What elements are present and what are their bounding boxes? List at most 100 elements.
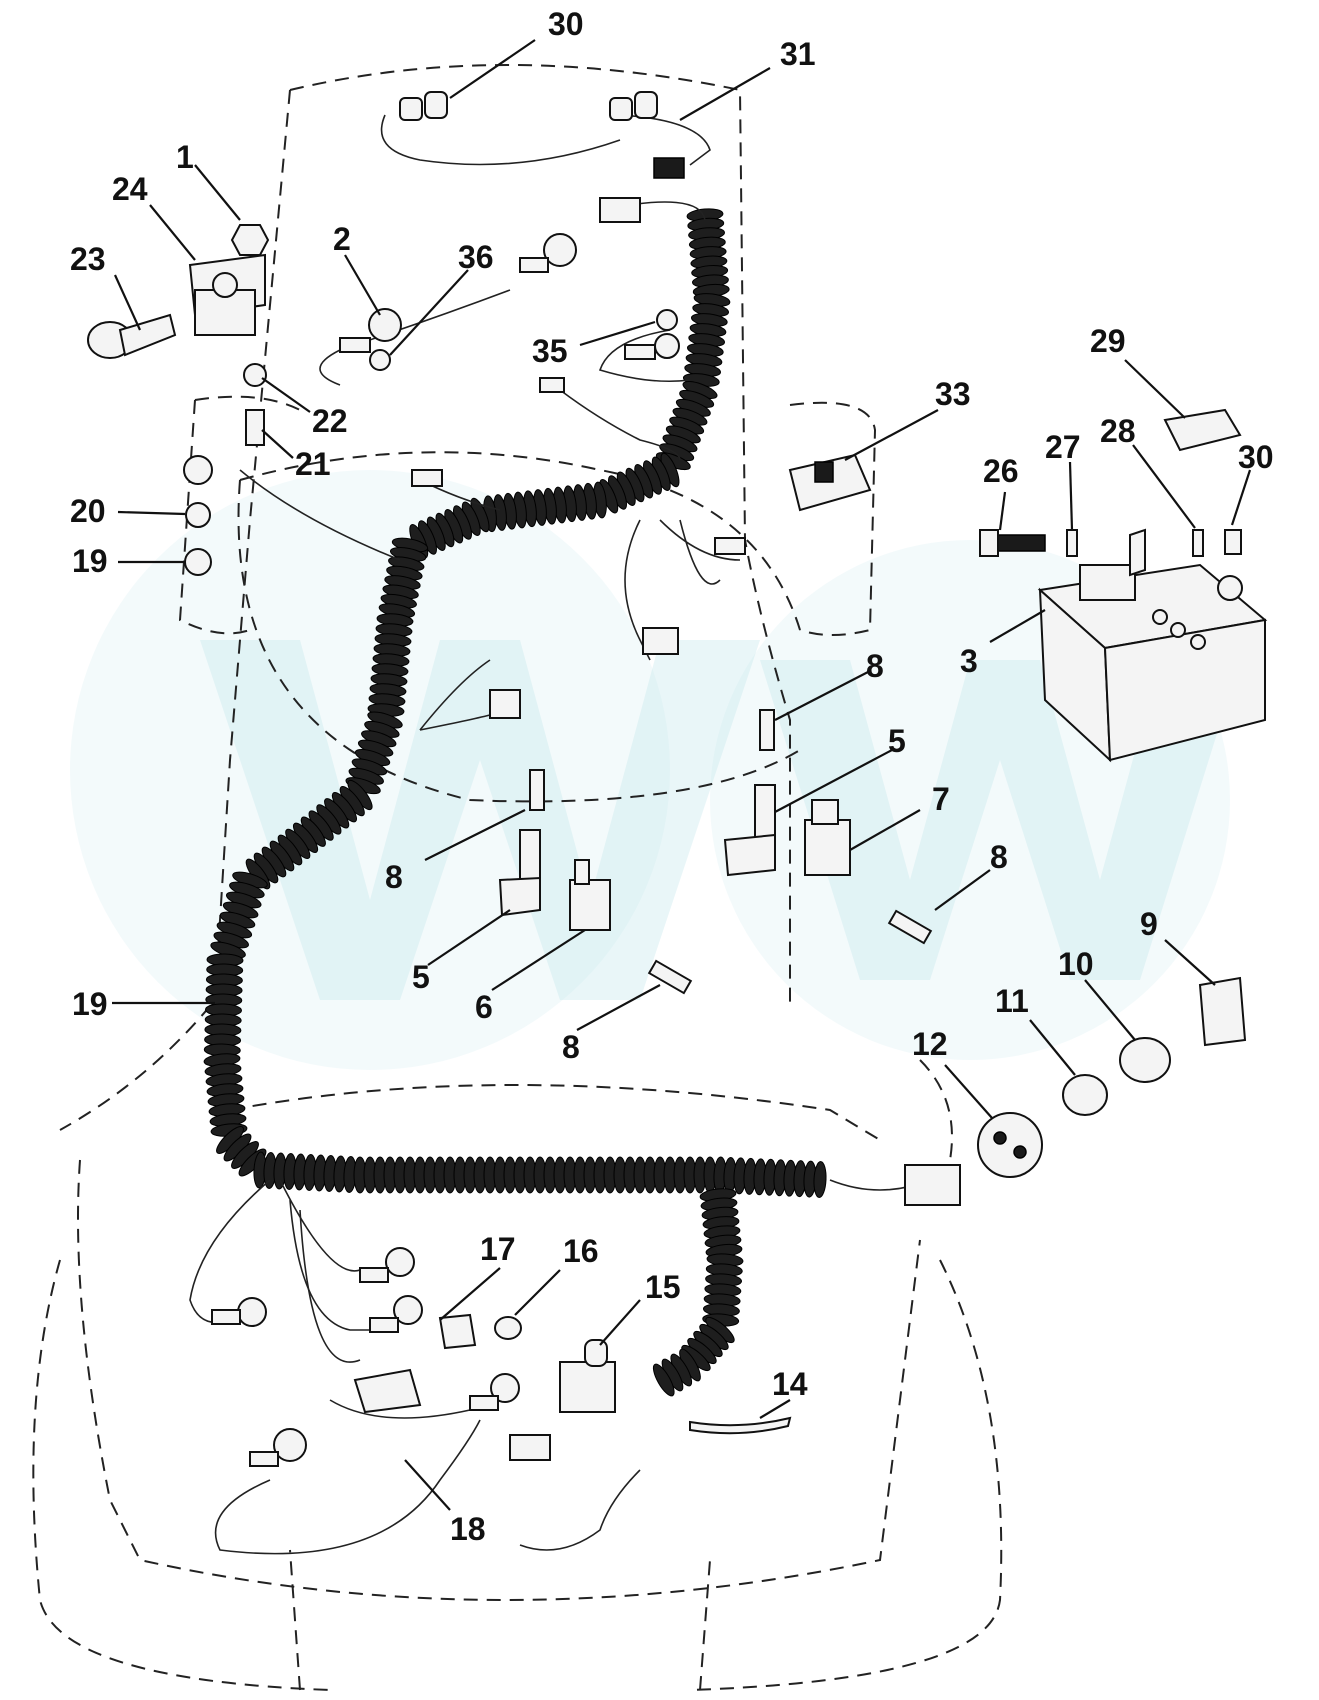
harness-coil-loop <box>652 1363 675 1397</box>
interlock-switch-7 <box>804 799 851 876</box>
parts <box>87 91 1268 1467</box>
washer-27 <box>1066 529 1078 557</box>
bolt-8-a <box>529 769 545 811</box>
terminal-bottom-5 <box>249 1451 279 1467</box>
callout-8-bottom: 8 <box>562 1029 580 1065</box>
callout-9: 9 <box>1140 906 1158 942</box>
fuse-holder <box>353 1313 477 1414</box>
washer-28 <box>1192 529 1204 557</box>
ring-terminal-bottom-5 <box>273 1428 307 1462</box>
connector-mid-left <box>411 469 443 487</box>
callout-labels: 30 31 1 24 23 2 36 35 22 21 20 19 33 29 … <box>70 6 1274 1547</box>
nut-1 <box>230 224 270 256</box>
seat-switch-plug <box>509 1434 551 1461</box>
nut-30 <box>1224 529 1242 555</box>
bolt-8-d <box>647 959 693 995</box>
callout-19: 19 <box>72 986 108 1022</box>
terminal-bottom-4 <box>469 1395 499 1411</box>
bolt-head-26 <box>979 529 999 557</box>
ignition-key <box>1198 976 1247 1047</box>
spade-mid <box>714 537 746 555</box>
callout-29: 29 <box>1090 323 1126 359</box>
callout-30: 30 <box>1238 439 1274 475</box>
washer-21 <box>185 502 211 528</box>
light-switch <box>788 453 872 512</box>
spade-terminal <box>539 377 565 393</box>
coiled-wire-harness <box>203 208 827 1397</box>
connector-mid <box>642 627 679 655</box>
cable-tie <box>689 1416 792 1435</box>
switch-nut <box>1062 1074 1108 1116</box>
harness-coil-loop <box>813 1161 827 1199</box>
callout-12: 12 <box>912 1026 948 1062</box>
callout-8-left: 8 <box>385 859 403 895</box>
key-bezel <box>1119 1037 1171 1083</box>
callout-3: 3 <box>960 643 978 679</box>
callout-11: 11 <box>995 983 1029 1019</box>
callout-5-left: 5 <box>412 959 430 995</box>
callout-27: 27 <box>1045 429 1081 465</box>
ring-terminal-bottom-3 <box>393 1295 423 1325</box>
terminal-bottom-2 <box>211 1309 241 1325</box>
terminal-bottom-3 <box>369 1317 399 1333</box>
callout-1: 1 <box>176 139 194 175</box>
callout-23: 22 <box>312 403 348 439</box>
callout-33: 33 <box>935 376 971 412</box>
seat-switch <box>559 1339 616 1413</box>
callout-31: 30 <box>548 6 584 42</box>
callout-18: 18 <box>450 1511 486 1547</box>
nut-20 <box>184 548 212 576</box>
bolt-8-c <box>887 909 933 945</box>
connector-seat <box>489 689 521 719</box>
bolt-8-b <box>759 709 775 751</box>
starter-solenoid <box>188 253 266 336</box>
callout-14: 14 <box>772 1366 808 1402</box>
callout-21: 20 <box>70 493 106 529</box>
ignition-switch <box>977 1112 1043 1178</box>
bolt-22 <box>245 409 265 446</box>
callout-17: 17 <box>480 1231 516 1267</box>
tractor-outline <box>32 64 1003 1691</box>
callout-15: 15 <box>645 1269 681 1305</box>
star-washer-23 <box>243 363 267 387</box>
interlock-switch-6 <box>569 859 611 931</box>
ignition-plug <box>904 1164 961 1206</box>
ring-terminal-bottom-2 <box>237 1297 267 1327</box>
headlight-bulb-right <box>609 91 658 121</box>
callout-20: 19 <box>72 543 108 579</box>
wire-terminal <box>624 344 656 360</box>
ring-terminal-35 <box>654 333 680 359</box>
callout-8-right: 8 <box>990 839 1008 875</box>
bulb-connector <box>653 157 685 179</box>
leader-lines <box>112 39 1252 1511</box>
callout-24: 23 <box>70 241 106 277</box>
ring-terminal-bottom-1 <box>385 1247 415 1277</box>
callout-10: 10 <box>1058 946 1094 982</box>
switch-bracket-left <box>498 829 541 917</box>
callout-5-right: 5 <box>888 723 906 759</box>
callout-26: 26 <box>983 453 1019 489</box>
battery <box>1037 528 1268 763</box>
callout-6: 6 <box>475 989 493 1025</box>
callout-7: 7 <box>932 781 950 817</box>
terminal-boot <box>87 313 177 359</box>
callout-16: 16 <box>563 1233 599 1269</box>
terminal-bottom-1 <box>359 1267 389 1283</box>
callout-36: 36 <box>458 239 494 275</box>
star-washer-35 <box>656 309 678 331</box>
callout-25: 24 <box>112 171 148 207</box>
ring-terminal <box>183 455 213 485</box>
callout-22: 21 <box>295 446 331 482</box>
callout-8-top: 8 <box>866 648 884 684</box>
callout-2: 2 <box>333 221 351 257</box>
switch-bracket-right <box>723 784 776 877</box>
headlight-bulb-left <box>399 91 448 121</box>
harness-plug-top <box>599 197 641 223</box>
ground-wire <box>339 233 577 371</box>
callout-32: 31 <box>780 36 816 72</box>
battery-pad <box>1163 408 1242 452</box>
nut-16 <box>494 1316 522 1340</box>
callout-35: 35 <box>532 333 568 369</box>
callout-28: 28 <box>1100 413 1136 449</box>
